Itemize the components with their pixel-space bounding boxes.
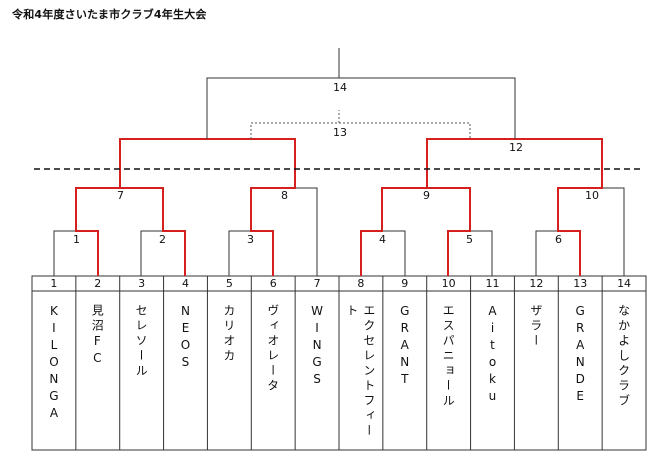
team-name: GRANT <box>397 304 412 389</box>
team-name: ザラー <box>528 304 543 349</box>
team-name: 見沼FC <box>90 304 105 368</box>
team-seed-number: 6 <box>269 277 277 290</box>
team-table <box>31 275 647 451</box>
semi-left <box>206 77 516 139</box>
winner-team-6 <box>250 187 274 276</box>
winner-match-9 <box>426 138 515 188</box>
match-2-left-branch <box>140 230 163 276</box>
match-label-13: 13 <box>331 126 349 139</box>
team-seed-number: 7 <box>313 277 321 290</box>
winner-match-10 <box>515 138 603 189</box>
team-cell: NEOS <box>164 292 208 450</box>
team-cell: エクセレントフィート <box>339 292 383 450</box>
match-5-right-branch <box>470 230 493 276</box>
team-seed-number: 1 <box>50 277 58 290</box>
upper-connectors <box>206 48 516 139</box>
team-seed-number: 9 <box>401 277 409 290</box>
team-name: エクセレントフィート <box>344 304 376 439</box>
team-cell: Aitoku <box>471 292 515 450</box>
winner-team-4 <box>120 187 186 276</box>
match-label-4: 4 <box>377 233 388 246</box>
team-cell: ザラー <box>514 292 558 450</box>
round1-connectors <box>53 187 625 276</box>
page-title: 令和4年度さいたま市クラブ4年生大会 <box>12 8 207 21</box>
team-seed-number: 13 <box>573 277 588 290</box>
winner-team-2 <box>75 187 120 276</box>
team-cell: GRANDE <box>558 292 602 450</box>
team-seed-number: 2 <box>94 277 102 290</box>
team-seed-number: 12 <box>529 277 544 290</box>
team-name: GRANDE <box>573 304 588 406</box>
team-cell: カリオカ <box>207 292 251 450</box>
match-label-7: 7 <box>115 189 126 202</box>
team-cell: KILONGA <box>32 292 76 450</box>
winner-team-13 <box>557 187 581 276</box>
team-name: セレソール <box>134 304 149 379</box>
team-cell: WINGS <box>295 292 339 450</box>
team-name: なかよしクラブ <box>616 304 631 409</box>
team-cell: セレソール <box>120 292 164 450</box>
team-seed-number: 14 <box>617 277 632 290</box>
team-name: カリオカ <box>221 304 236 364</box>
match-1-left-branch <box>53 230 76 276</box>
winner-team-10 <box>427 187 471 276</box>
team-seed-number: 10 <box>441 277 456 290</box>
match-label-5: 5 <box>464 233 475 246</box>
team-cell: ヴィオレータ <box>251 292 295 450</box>
team-cell: なかよしクラブ <box>602 292 646 450</box>
match-label-6: 6 <box>553 233 564 246</box>
team-name: ヴィオレータ <box>265 304 280 394</box>
team-seed-number: 5 <box>225 277 233 290</box>
team-seed-number: 8 <box>357 277 365 290</box>
team-cell: GRANT <box>383 292 427 450</box>
match-label-3: 3 <box>245 233 256 246</box>
third-place-bracket <box>250 110 471 139</box>
team-seed-number: 3 <box>138 277 146 290</box>
winner-team-8 <box>360 187 427 276</box>
team-name: Aitoku <box>485 304 500 406</box>
match-label-9: 9 <box>421 189 432 202</box>
team-name: エスパニョール <box>441 304 456 409</box>
winner-match-7 <box>119 138 207 188</box>
match-label-2: 2 <box>157 233 168 246</box>
match-label-10: 10 <box>583 189 601 202</box>
team-cell: 見沼FC <box>76 292 120 450</box>
winner-match-8 <box>207 138 296 189</box>
bye-7-branch <box>295 187 318 276</box>
match-3-left-branch <box>228 230 251 276</box>
match-label-1: 1 <box>71 233 82 246</box>
team-name: NEOS <box>178 304 193 372</box>
match-label-12: 12 <box>507 141 525 154</box>
team-name: KILONGA <box>46 304 61 423</box>
team-cell: エスパニョール <box>427 292 471 450</box>
match-label-14: 14 <box>331 81 349 94</box>
team-seed-number: 4 <box>181 277 189 290</box>
match-4-right-branch <box>382 230 406 276</box>
bye-14-branch <box>602 187 625 276</box>
match-label-8: 8 <box>279 189 290 202</box>
winner-paths <box>75 138 603 276</box>
team-seed-number: 11 <box>485 277 500 290</box>
match-6-left-branch <box>535 230 558 276</box>
team-name: WINGS <box>310 304 325 389</box>
